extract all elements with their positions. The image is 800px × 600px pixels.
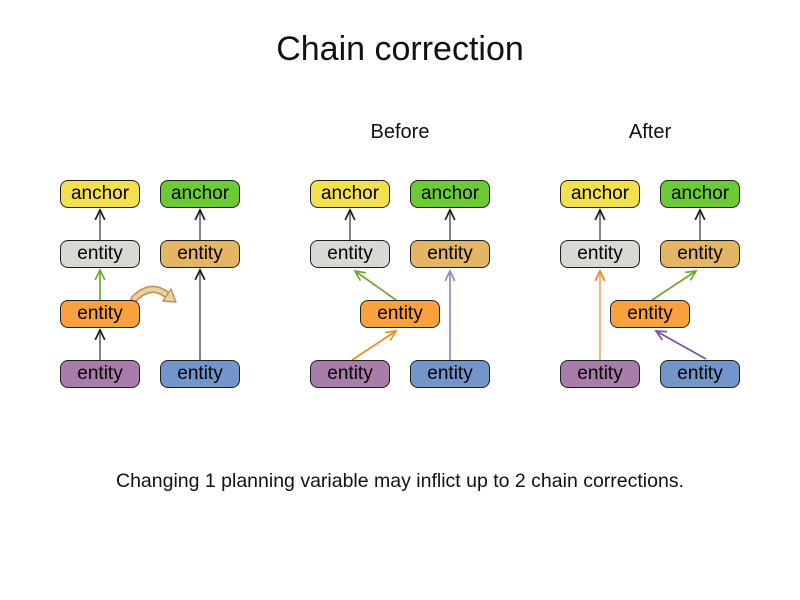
after-entity-purple: entity <box>560 360 640 388</box>
initial-anchor-yellow: anchor <box>60 180 140 208</box>
before-arrow-green-orange-to-gray-head <box>353 269 366 282</box>
before-anchor-green: anchor <box>410 180 490 208</box>
initial-arrow-gray-blue-to-tan-head <box>194 268 206 281</box>
after-arrow-green-orange-to-tan <box>651 270 697 301</box>
before-arrow-orange-purple-to-orange-head <box>384 329 398 341</box>
after-anchor-green: anchor <box>660 180 740 208</box>
initial-arrow-green-orange-to-gray-head <box>94 268 106 281</box>
before-label: Before <box>370 121 430 143</box>
page-title: Chain correction <box>276 30 524 68</box>
before-entity-blue: entity <box>410 360 490 388</box>
after-entity-gray: entity <box>560 240 640 268</box>
before-entity-orange: entity <box>360 300 440 328</box>
initial-arrow-gray-purple-to-orange-head <box>94 328 106 341</box>
before-entity-gray: entity <box>310 240 390 268</box>
after-arrow-gray-tan-to-anchor2-head <box>694 208 706 221</box>
after-arrow-purple-blue-to-orange <box>655 330 707 360</box>
initial-entity-tan: entity <box>160 240 240 268</box>
initial-arrow-gray-entity-to-anchor1-head <box>94 208 106 221</box>
after-arrow-orange-purple-to-gray-head <box>594 269 606 282</box>
after-entity-blue: entity <box>660 360 740 388</box>
caption-text: Changing 1 planning variable may inflict… <box>116 470 684 492</box>
after-arrow-green-orange-to-tan-head <box>684 269 698 281</box>
after-arrow-gray-gray-to-anchor1-head <box>594 208 606 221</box>
after-anchor-yellow: anchor <box>560 180 640 208</box>
after-arrow-purple-blue-to-orange-head <box>654 330 668 341</box>
initial-entity-blue: entity <box>160 360 240 388</box>
after-label: After <box>628 121 672 143</box>
before-arrow-gray-gray-to-anchor1-head <box>344 208 356 221</box>
move-arrow-head <box>162 288 177 303</box>
before-entity-purple: entity <box>310 360 390 388</box>
initial-arrow-gray-tan-to-anchor2-head <box>194 208 206 221</box>
initial-entity-purple: entity <box>60 360 140 388</box>
before-anchor-yellow: anchor <box>310 180 390 208</box>
initial-entity-orange: entity <box>60 300 140 328</box>
move-arrow-body <box>131 287 170 302</box>
before-arrow-gray-tan-to-anchor2-head <box>444 208 456 221</box>
before-arrow-green-orange-to-gray <box>354 270 397 301</box>
before-entity-tan: entity <box>410 240 490 268</box>
after-entity-tan: entity <box>660 240 740 268</box>
initial-anchor-green: anchor <box>160 180 240 208</box>
before-arrow-purple-blue-to-tan-head <box>444 269 456 282</box>
before-arrow-orange-purple-to-orange <box>351 330 397 361</box>
initial-entity-gray: entity <box>60 240 140 268</box>
after-entity-orange: entity <box>610 300 690 328</box>
